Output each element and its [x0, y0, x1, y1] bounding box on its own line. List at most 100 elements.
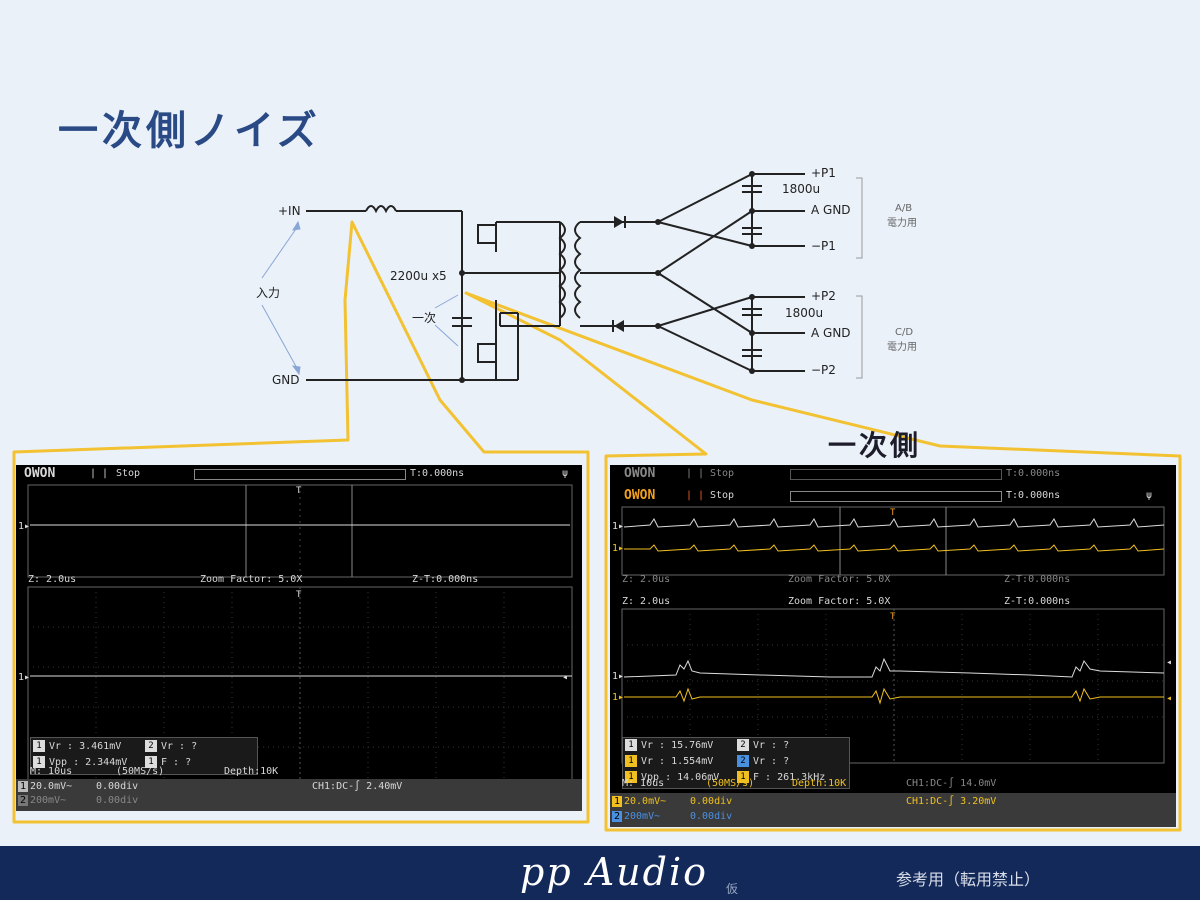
scope-screen-left: OWON | | Stop T:0.000ns ψ 1▸ 1▸ ◂ T T Z:…	[16, 465, 582, 811]
pause-icon-ghost: | |	[686, 468, 705, 479]
trace-zoom-ch2	[624, 687, 1164, 705]
ch2-marker-zoom: 1▸	[612, 692, 624, 703]
label-group1-line1: A/B	[895, 203, 912, 214]
scope-state-ghost: Stop	[710, 468, 735, 479]
timebase: M: 10us	[622, 778, 665, 789]
scope-brand: OWON	[24, 466, 56, 481]
scope-top-bar: OWON | | Stop T:0.000ns ψ	[16, 465, 582, 483]
footer-note: 参考用（転用禁止）	[896, 870, 1041, 889]
meas-freq-ch1: F : ?	[161, 757, 192, 768]
timebase-bar: M: 10us (50MS/s) Depth:10K	[16, 765, 582, 779]
meas-vr-ch2: Vr : ?	[753, 756, 790, 767]
scope-state: Stop	[116, 468, 141, 479]
meas-ch1-badge-3: 1	[625, 771, 637, 783]
label-group1-line2: 電力用	[887, 216, 917, 229]
zoom-info-bar-ghost: Z: 2.0us Zoom Factor: 5.0X Z-T:0.000ns	[610, 571, 1176, 589]
label-input: 入力	[256, 286, 280, 300]
pause-icon: | |	[686, 490, 705, 501]
scope-brand: OWON	[624, 488, 656, 503]
trigger-setting-ghost: CH1:DC-∫ 14.0mV	[906, 778, 997, 789]
scope-screen-right: OWON | | Stop T:0.000ns OWON | | Stop T:…	[610, 465, 1176, 827]
meas-ch1-badge-3: 1	[145, 756, 157, 768]
label-group2-line1: C/D	[895, 327, 913, 338]
meas-ch2-badge-2: 2	[737, 755, 749, 767]
zoom-z-ghost: Z: 2.0us	[622, 574, 671, 585]
ch2-offset: 0.00div	[96, 795, 139, 806]
meas-vr-ch1: Vr : 3.461mV	[49, 741, 122, 752]
junction-dots	[459, 171, 755, 383]
right-scope-caption: 一次側	[828, 429, 922, 462]
timebase-bar: M: 10us (50MS/s) Depth:10K CH1:DC-∫ 14.0…	[610, 777, 1176, 791]
memory-depth: Depth:10K	[792, 778, 847, 789]
zoom-info-bar: Z: 2.0us Zoom Factor: 5.0X Z-T:0.000ns	[610, 593, 1176, 611]
zoom-z: Z: 2.0us	[28, 574, 77, 585]
trigger-pos-marker-zoom: T	[890, 612, 896, 622]
meas-vr-ch2-ghost: Vr : ?	[753, 740, 790, 751]
trigger-setting: CH1:DC-∫ 3.20mV	[906, 796, 997, 807]
trace-zoom-ch1	[623, 657, 1165, 678]
sample-rate: (50MS/s)	[116, 766, 165, 777]
meas-ch1-badge-4: 1	[737, 771, 749, 783]
meas-vr-ch2: Vr : ?	[161, 741, 198, 752]
measurement-panel: 1 Vr : 15.76mV 2 Vr : ? 1 Vr : 1.554mV 2 Vr …	[622, 737, 850, 789]
trigger-level-marker-2: ◂	[1166, 693, 1172, 704]
scope-top-bar: OWON | | Stop T:0.000ns ψ	[610, 487, 1176, 505]
highlight-outline-right	[464, 291, 1182, 832]
ch1-marker-zoom: 1▸	[612, 671, 624, 682]
trigger-pos-marker: T	[296, 486, 302, 496]
meas-ch1-badge: 1	[33, 740, 45, 752]
label-cap2-value: 1800u	[785, 306, 823, 320]
scope-trig-time: T:0.000ns	[1006, 490, 1061, 501]
meas-vpp-ch1: Vpp : 2.344mV	[49, 757, 128, 768]
zoom-factor: Zoom Factor: 5.0X	[200, 574, 303, 585]
scope-grid-right: 1▸ 1▸ 1▸ 1▸ ◂ ◂ T T	[612, 506, 1172, 764]
ch2-offset: 0.00div	[690, 811, 733, 822]
zoom-info-bar: Z: 2.0us Zoom Factor: 5.0X Z-T:0.000ns	[16, 571, 582, 589]
meas-ch2-badge: 2	[145, 740, 157, 752]
input-arrows	[261, 220, 459, 376]
highlight-outline-left	[12, 220, 590, 824]
usb-icon: ψ	[562, 468, 569, 479]
ch2-scale: 200mV~	[624, 811, 661, 822]
footer-bar	[0, 846, 1200, 900]
ch1-scale: 20.0mV~	[30, 781, 73, 792]
ch2-scale: 200mV~	[30, 795, 67, 806]
slide-title: 一次側ノイズ	[58, 108, 321, 154]
ch1-marker-zoom: 1▸	[18, 672, 30, 683]
trace-overview-ch2	[624, 544, 1165, 552]
scope-trig-time: T:0.000ns	[410, 468, 465, 479]
zoom-z: Z: 2.0us	[622, 596, 671, 607]
ch1-offset: 0.00div	[96, 781, 139, 792]
label-plus-p2: +P2	[811, 289, 836, 303]
label-cap1-value: 1800u	[782, 182, 820, 196]
meas-freq-ch1: F : 261.3kHz	[753, 772, 826, 783]
label-gnd: GND	[272, 373, 300, 387]
diode-glyphs	[612, 216, 626, 332]
channel-status-bar: 1 20.0mV~ 0.00div 2 200mV~ 0.00div CH1:D…	[610, 793, 1176, 827]
timebase: M: 10us	[30, 766, 73, 777]
meas-vr-ch1: Vr : 1.554mV	[641, 756, 714, 767]
usb-icon: ψ	[1146, 490, 1153, 501]
output-caps	[742, 185, 762, 357]
ch1-marker: 1▸	[612, 521, 624, 532]
zoom-zt-ghost: Z-T:0.000ns	[1004, 574, 1071, 585]
label-plus-p1: +P1	[811, 166, 836, 180]
label-plus-in: +IN	[278, 204, 301, 218]
label-agnd-1: A GND	[811, 203, 851, 217]
label-cap-bank: 2200u x5	[390, 269, 447, 283]
zoom-zt: Z-T:0.000ns	[1004, 596, 1071, 607]
memory-depth: Depth:10K	[224, 766, 279, 777]
label-minus-p2: −P2	[811, 363, 836, 377]
footer-brand-logo: pp Audio	[520, 850, 709, 894]
meas-vr-ch1-ghost: Vr : 15.76mV	[641, 740, 714, 751]
meas-ch2-badge: 2	[737, 739, 749, 751]
scope-brand-ghost: OWON	[624, 466, 656, 481]
meas-ch1-badge: 1	[625, 739, 637, 751]
label-minus-p1: −P1	[811, 239, 836, 253]
zoom-factor-ghost: Zoom Factor: 5.0X	[788, 574, 891, 585]
label-group2-line2: 電力用	[887, 340, 917, 353]
meas-vpp-ch1: Vpp : 14.06mV	[641, 772, 720, 783]
trigger-level-marker: ◂	[1166, 657, 1172, 668]
ch1-offset: 0.00div	[690, 796, 733, 807]
